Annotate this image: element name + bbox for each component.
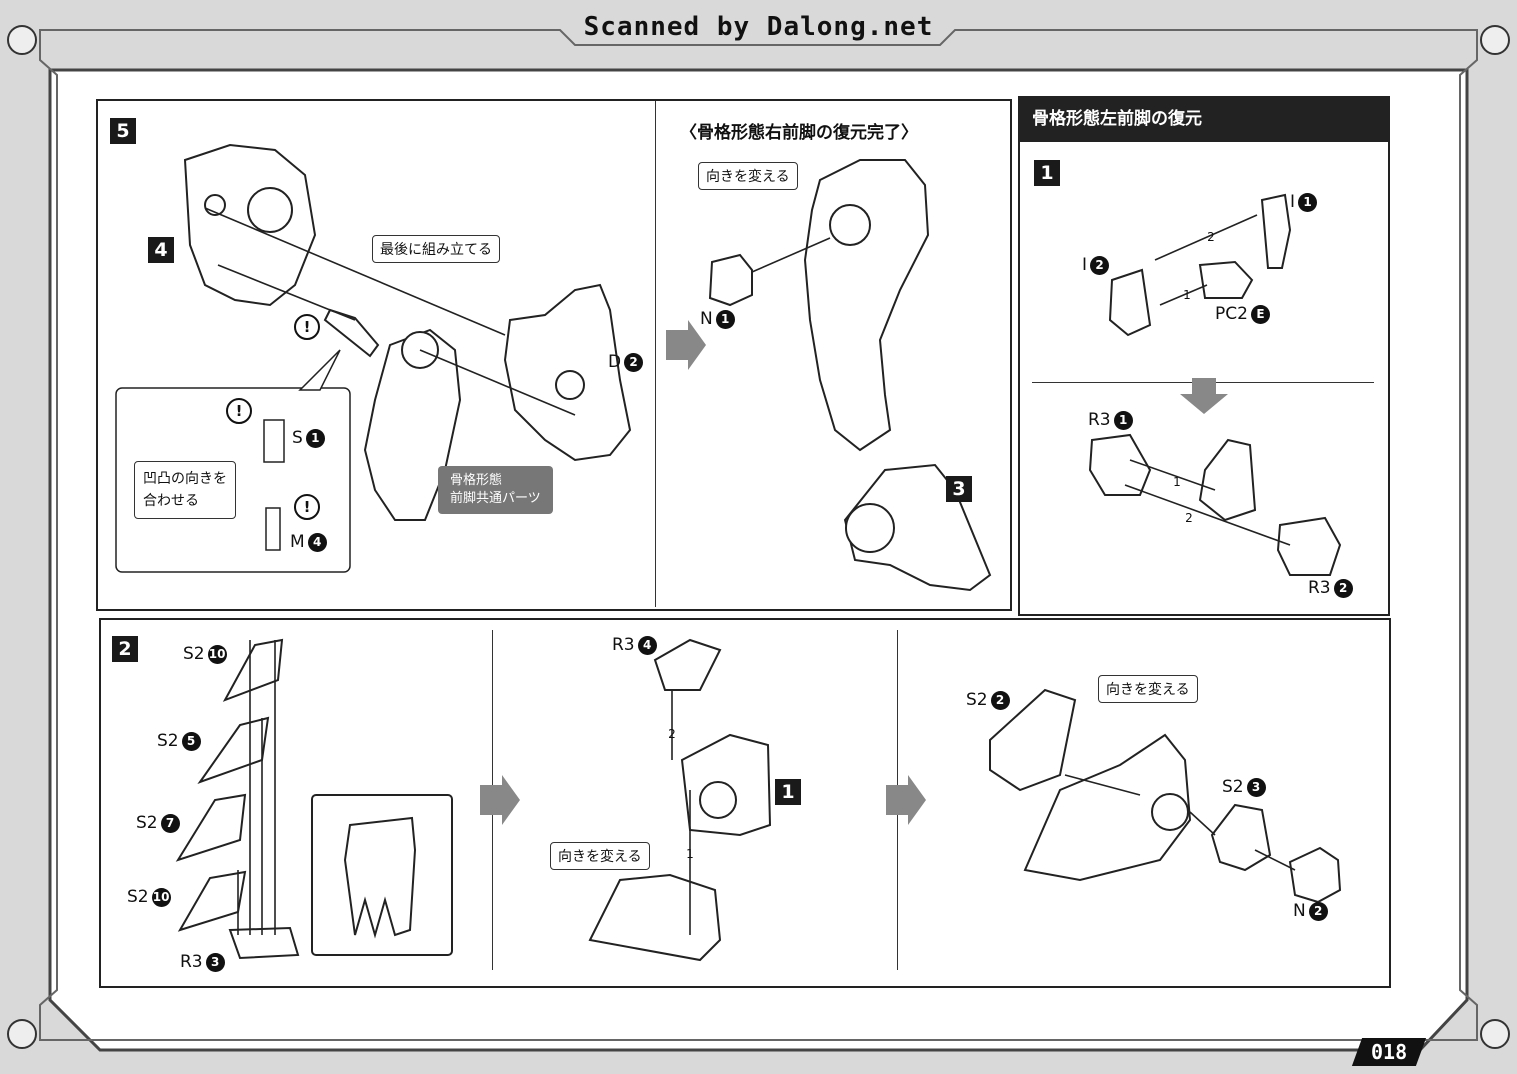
callout-change-orientation: 向きを変える — [1098, 675, 1198, 703]
panel-left-leg — [1018, 96, 1390, 616]
foot-claws-illustration — [1023, 733, 1192, 882]
warning-icon: ! — [226, 398, 252, 424]
sequence-marker: 2 — [668, 727, 676, 741]
r3-3-part-illustration — [228, 926, 300, 960]
flow-arrow-icon — [886, 775, 926, 825]
i2-part-illustration — [1108, 268, 1152, 337]
sub-step-badge: 4 — [148, 237, 174, 263]
step-number-badge: 2 — [112, 636, 138, 662]
scan-watermark: Scanned by Dalong.net — [583, 12, 934, 42]
n-part-illustration — [708, 253, 753, 307]
step-number-badge: 1 — [1034, 160, 1060, 186]
step-number-badge: 5 — [110, 118, 136, 144]
assembled-leg-illustration — [803, 159, 930, 452]
panel-divider — [655, 101, 656, 607]
foot-base-illustration — [588, 873, 722, 962]
sub-step-badge: 1 — [775, 779, 801, 805]
s2-2-part-illustration — [989, 688, 1077, 792]
n2-part-illustration — [1288, 846, 1342, 904]
claw-part-illustration — [177, 870, 247, 932]
corner-bolt-icon — [7, 25, 37, 55]
pin-part-illustration — [323, 308, 380, 358]
sequence-marker: 1 — [1183, 288, 1191, 302]
r3-2-part-illustration — [1276, 516, 1342, 576]
claw-part-illustration — [222, 638, 284, 702]
sub-step-badge: 3 — [946, 476, 972, 502]
warning-icon: ! — [294, 494, 320, 520]
flow-arrow-icon — [480, 775, 520, 825]
common-parts-badge: 骨格形態 前脚共通パーツ — [438, 466, 553, 514]
corner-bolt-icon — [7, 1019, 37, 1049]
sequence-marker: 2 — [1185, 511, 1193, 525]
corner-bolt-icon — [1480, 25, 1510, 55]
claw-part-illustration — [175, 793, 247, 862]
i1-part-illustration — [1260, 193, 1292, 269]
r3-4-part-illustration — [653, 638, 722, 691]
note-align-notch: 凹凸の向きを 合わせる — [134, 461, 236, 519]
corner-bolt-icon — [1480, 1019, 1510, 1049]
right-leg-complete-title: 〈骨格形態右前脚の復元完了〉 — [680, 123, 918, 143]
left-leg-title: 骨格形態左前脚の復元 — [1018, 96, 1388, 142]
claw-part-illustration — [197, 716, 270, 784]
s2-3-part-illustration — [1210, 803, 1272, 872]
callout-change-orientation: 向きを変える — [550, 842, 650, 870]
callout-assemble-last: 最後に組み立てる — [372, 235, 500, 263]
sequence-marker: 1 — [1173, 475, 1181, 489]
sequence-marker: 1 — [686, 847, 694, 861]
sequence-marker: 2 — [1207, 230, 1215, 244]
assembled-i-part-illustration — [1198, 438, 1257, 522]
pc2-part-illustration — [1198, 260, 1254, 299]
flow-arrow-icon — [1180, 378, 1228, 414]
page-number: 018 — [1351, 1038, 1427, 1066]
warning-icon: ! — [294, 314, 320, 340]
callout-change-orientation: 向きを変える — [698, 162, 798, 190]
leg-part-illustration — [363, 328, 462, 521]
shoulder-part-illustration — [183, 143, 317, 307]
flow-arrow-icon — [666, 320, 706, 370]
r3-1-part-illustration — [1088, 433, 1152, 496]
